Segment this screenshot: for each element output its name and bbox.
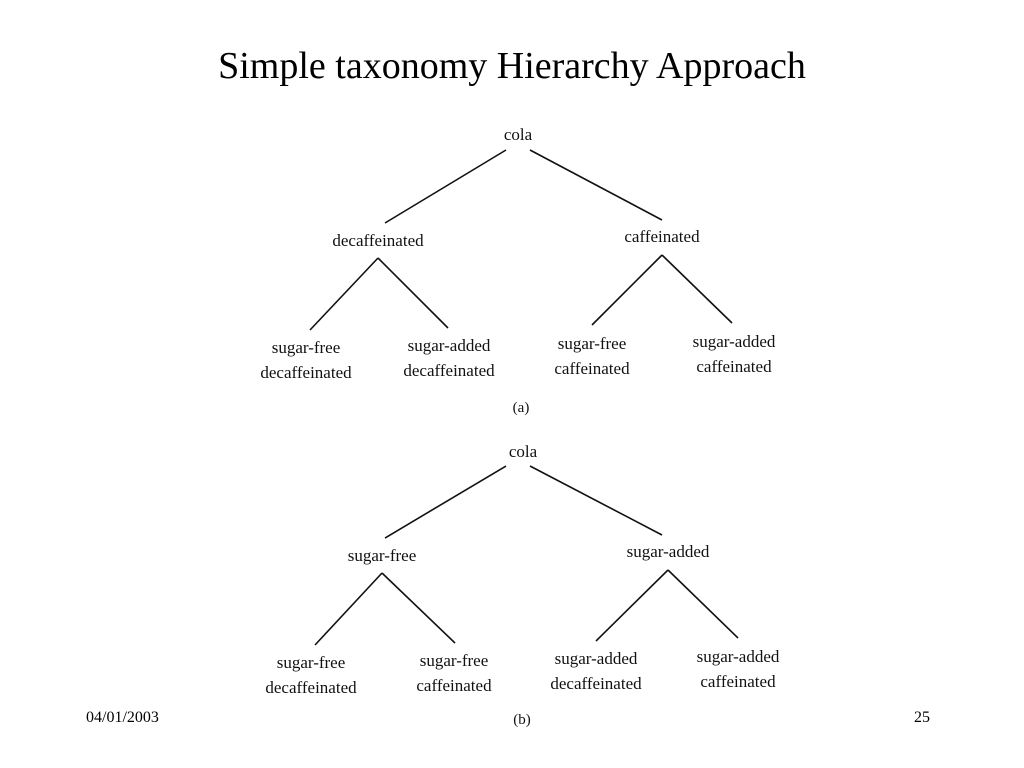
caption-a: (a) [513,400,530,416]
edge-a-right-right [661,254,733,324]
slide-title: Simple taxonomy Hierarchy Approach [218,45,806,87]
edge-b-right-left [595,569,669,642]
node-b-sugar-added: sugar-added [627,542,710,561]
edge-b-left-left [314,572,383,646]
diagram-a: cola decaffeinated caffeinated sugar-fre… [260,125,775,416]
leaf-b-2-line2: caffeinated [416,676,492,695]
footer-date: 04/01/2003 [86,709,159,726]
edge-a-root-left [384,149,507,224]
leaf-a-1-line2: decaffeinated [260,363,352,382]
caption-b: (b) [513,712,531,728]
edge-a-left-left [309,257,379,331]
leaf-a-3-line2: caffeinated [554,359,630,378]
leaf-a-1-line1: sugar-free [272,338,341,357]
leaf-b-1-line2: decaffeinated [265,678,357,697]
node-a-root: cola [504,125,533,144]
page-number: 25 [914,709,930,726]
edge-b-root-right [529,465,663,536]
edge-b-root-left [384,465,507,539]
diagram-b: cola sugar-free sugar-added sugar-free d… [265,442,779,728]
leaf-a-4-line1: sugar-added [693,332,776,351]
edge-b-right-right [667,569,739,639]
leaf-b-3-line2: decaffeinated [550,674,642,693]
node-b-root: cola [509,442,538,461]
leaf-a-3-line1: sugar-free [558,334,627,353]
leaf-a-2-line1: sugar-added [408,336,491,355]
leaf-a-4-line2: caffeinated [696,357,772,376]
leaf-b-3-line1: sugar-added [555,649,638,668]
leaf-b-2-line1: sugar-free [420,651,489,670]
leaf-a-2-line2: decaffeinated [403,361,495,380]
edge-a-right-left [591,254,663,326]
node-a-decaffeinated: decaffeinated [332,231,424,250]
edge-b-left-right [381,572,456,644]
leaf-b-4-line1: sugar-added [697,647,780,666]
edge-a-left-right [377,257,449,329]
node-a-caffeinated: caffeinated [624,227,700,246]
edge-a-root-right [529,149,663,221]
leaf-b-4-line2: caffeinated [700,672,776,691]
node-b-sugar-free: sugar-free [348,546,417,565]
leaf-b-1-line1: sugar-free [277,653,346,672]
